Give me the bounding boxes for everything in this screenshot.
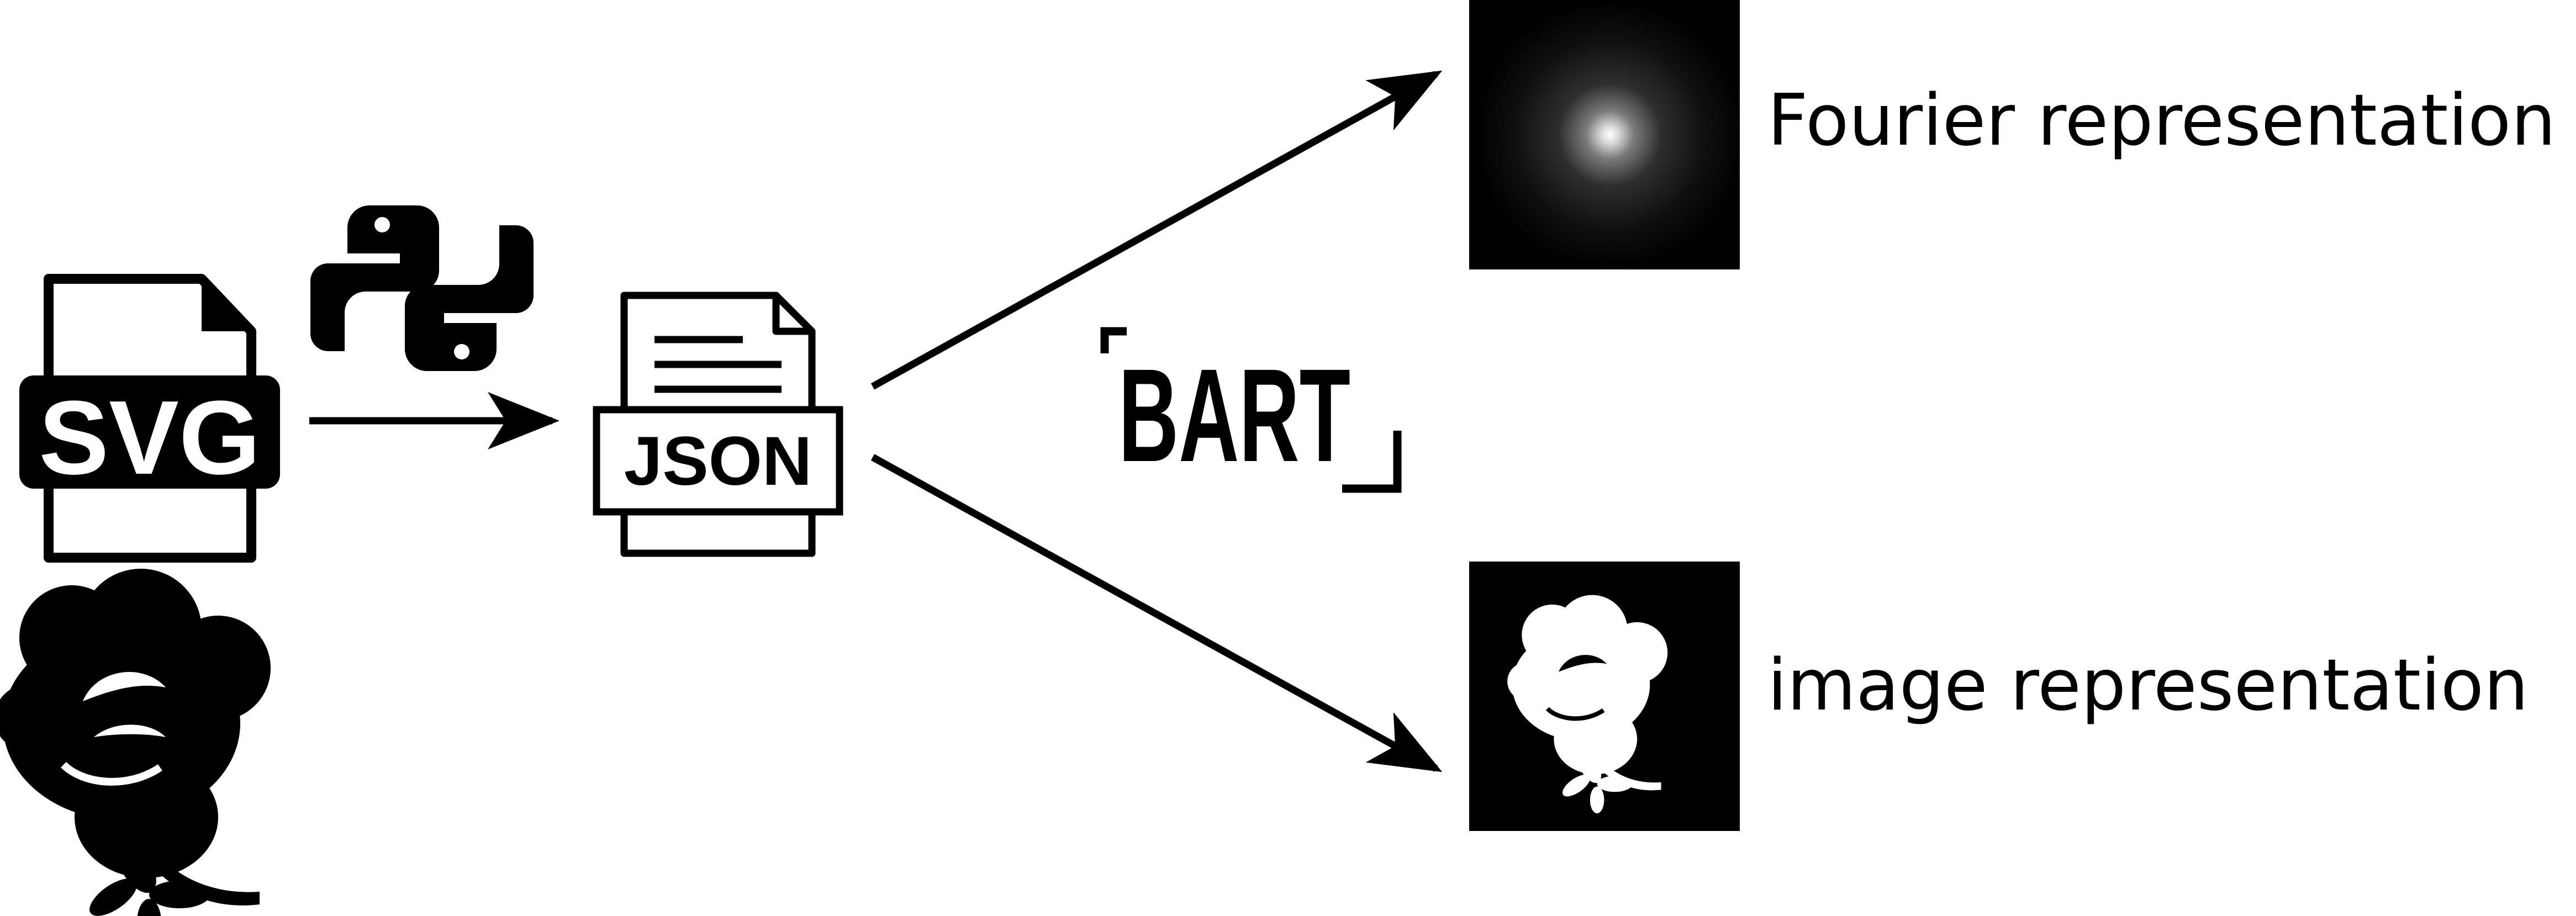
image-label: image representation bbox=[1767, 644, 2529, 727]
python-logo-icon bbox=[310, 205, 534, 371]
svg-file-icon: SVG bbox=[19, 274, 280, 563]
json-badge-text: JSON bbox=[624, 423, 812, 500]
image-representation bbox=[1469, 562, 1740, 831]
svg-badge-text: SVG bbox=[39, 379, 260, 496]
fourier-image bbox=[1469, 0, 1740, 269]
bart-logo: BART bbox=[1100, 327, 1402, 493]
fourier-label: Fourier representation bbox=[1767, 80, 2556, 162]
json-file-icon: JSON bbox=[593, 292, 843, 557]
rose-silhouette-icon bbox=[0, 569, 271, 916]
arrow-to-image bbox=[870, 454, 1443, 772]
arrow-to-fourier bbox=[870, 70, 1443, 390]
bart-logo-text: BART bbox=[1118, 341, 1350, 489]
